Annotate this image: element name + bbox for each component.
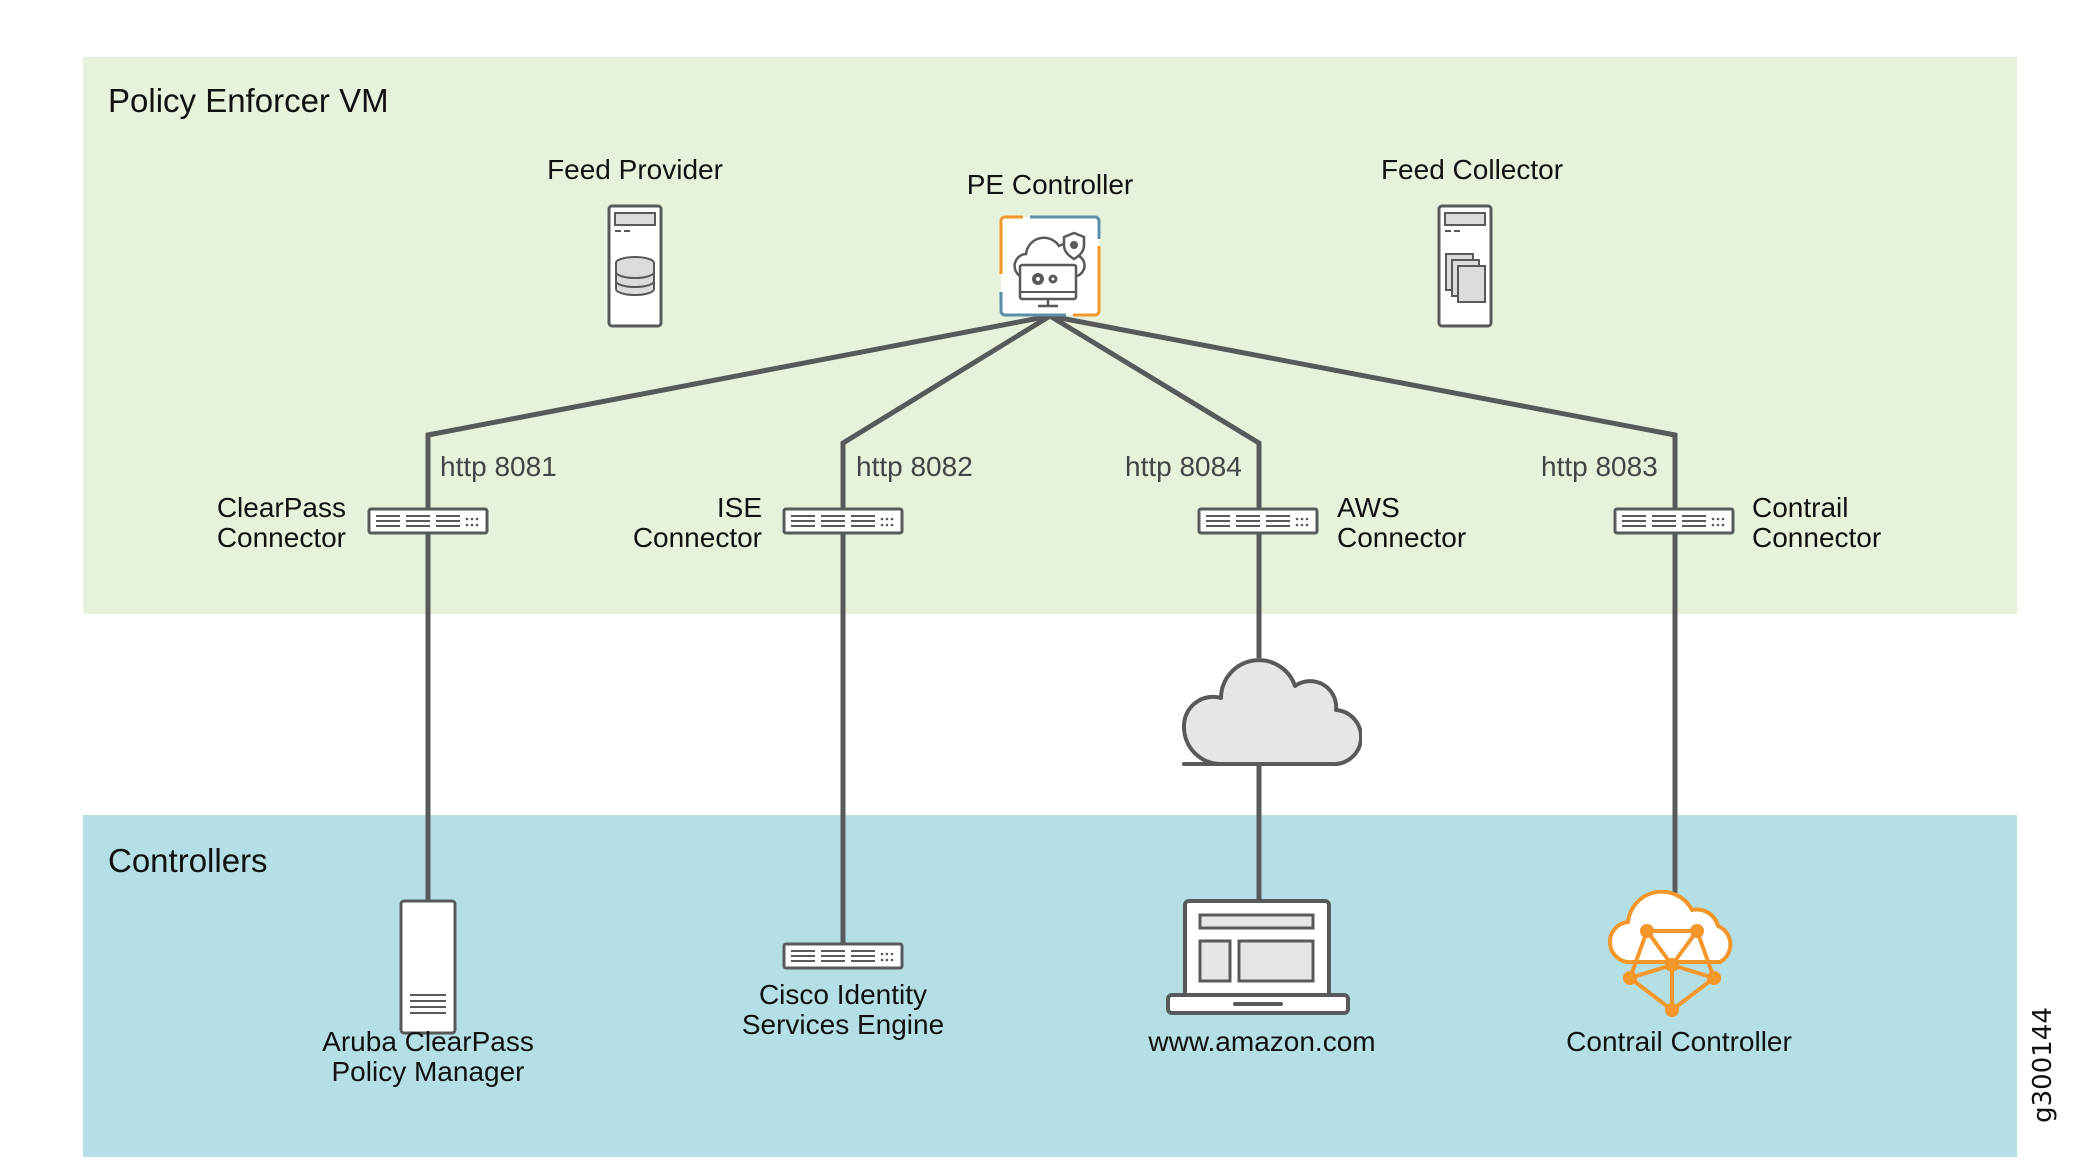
contrail-controller-label: Contrail Controller [1566,1026,1792,1057]
aruba-server-icon [399,899,457,1035]
wire-pe-to-contrail [1049,313,1678,900]
clearpass-connector-label-line1: ClearPass [216,492,346,523]
wire-pe-to-clearpass [425,313,1051,902]
contrail-connector-label: Contrail Connector [1752,493,1881,553]
port-label-clearpass: http 8081 [440,451,557,482]
aruba-clearpass-label-line1: Aruba ClearPass [322,1026,534,1057]
port-label-contrail: http 8083 [1541,451,1658,482]
contrail-connector-switch-icon [1613,507,1735,535]
aws-connector-label: AWS Connector [1337,493,1466,553]
ise-connector-switch-icon [782,507,904,535]
feed-provider-label: Feed Provider [547,154,723,185]
amazon-label: www.amazon.com [1148,1026,1376,1057]
contrail-connector-label-line1: Contrail [1752,492,1849,523]
aws-connector-label-line2: Connector [1337,522,1467,553]
port-label-ise: http 8082 [856,451,973,482]
clearpass-connector-label: ClearPass Connector [200,493,346,553]
port-label-aws: http 8084 [1125,451,1242,482]
clearpass-connector-label-line2: Connector [216,522,346,553]
aws-connector-label-line1: AWS [1337,492,1400,523]
clearpass-connector-switch-icon [367,507,489,535]
pe-controller-icon [999,215,1101,317]
cisco-ise-label: Cisco Identity Services Engine [742,980,944,1040]
cisco-ise-label-line2: Services Engine [741,1009,945,1040]
wire-pe-to-aws [1048,313,1262,658]
ise-connector-label: ISE Connector [620,493,762,553]
internet-cloud-icon [1181,658,1362,767]
cisco-ise-switch-icon [782,942,904,970]
controllers-title: Controllers [108,842,268,879]
ise-connector-label-line2: Connector [632,522,762,553]
figure-id: g300144 [2028,1007,2058,1123]
database-server-icon [607,204,663,328]
aruba-clearpass-label-line2: Policy Manager [331,1056,525,1087]
feed-collector-label: Feed Collector [1380,154,1564,185]
laptop-icon [1166,899,1350,1015]
aws-connector-switch-icon [1197,507,1319,535]
contrail-controller-icon [1607,890,1733,1017]
cisco-ise-label-line1: Cisco Identity [758,979,928,1010]
ise-connector-label-line1: ISE [716,492,762,523]
pe-controller-label: PE Controller [966,169,1134,200]
wire-pe-to-ise [840,313,1052,943]
aruba-clearpass-label: Aruba ClearPass Policy Manager [322,1027,534,1087]
file-server-icon [1437,204,1493,328]
policy-enforcer-vm-title: Policy Enforcer VM [108,82,389,119]
contrail-connector-label-line2: Connector [1752,522,1882,553]
